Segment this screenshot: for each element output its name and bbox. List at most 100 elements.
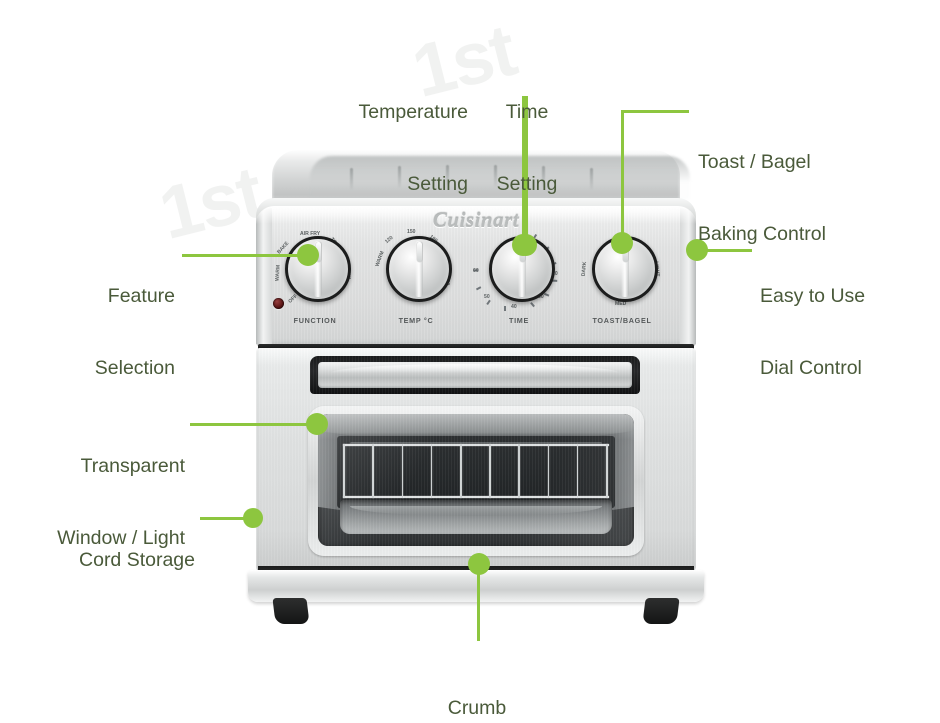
oven-door[interactable]: [256, 348, 696, 574]
callout-time-setting-line2: Setting: [496, 173, 558, 195]
callout-toast-bagel: Toast / Bagel Baking Control: [698, 102, 898, 294]
lid-vent-slot: [542, 166, 545, 188]
callout-easy-dial: Easy to Use Dial Control: [760, 236, 935, 428]
temperature-setting-leader-line: [522, 96, 525, 246]
temp-knob-pointer: [416, 242, 422, 262]
oven-foot-right: [642, 598, 680, 624]
toast-bagel-leader-horizontal: [621, 110, 689, 113]
callout-time-setting: Time Setting: [477, 52, 577, 244]
rack-wire: [401, 444, 404, 498]
baking-tray: [340, 500, 612, 534]
callout-feature-selection-line1: Feature: [107, 285, 175, 307]
rack-wire: [430, 444, 433, 498]
time-tickmark: [476, 286, 482, 291]
cord-storage-dot: [243, 508, 263, 528]
callout-crumb: Crumb: [427, 648, 527, 723]
toast-tick-dark: DARK: [580, 261, 589, 277]
callout-time-setting-line1: Time: [505, 101, 549, 123]
callout-temperature-setting-line2: Setting: [407, 173, 468, 195]
crumb-tray[interactable]: [248, 570, 704, 602]
rack-wire: [343, 444, 345, 498]
crumb-leader-line: [477, 566, 480, 641]
time-tickmark: [486, 300, 491, 305]
callout-feature-selection-line2: Selection: [94, 357, 175, 379]
wire-rack: [343, 444, 609, 498]
callout-temperature-setting: Temperature Setting: [318, 52, 468, 244]
function-tick-airfry: AIR FRY: [300, 231, 321, 237]
function-tick-warm: WARM: [274, 264, 282, 282]
lid-vent-slot: [446, 165, 449, 187]
time-setting-leader-line: [525, 96, 528, 244]
cavity-wall-right: [589, 430, 634, 514]
rack-wire: [372, 444, 375, 498]
lid-vent-slot: [398, 166, 401, 188]
rack-wire: [460, 444, 462, 498]
feature-selection-dot: [297, 244, 319, 266]
transparent-window-dot: [306, 413, 328, 435]
rack-rail: [343, 496, 609, 498]
oven-foot-left: [272, 598, 310, 624]
crumb-dot: [468, 553, 490, 575]
heating-element: [355, 514, 597, 517]
heating-element: [349, 442, 603, 445]
time-knob-label: TIME: [509, 316, 529, 325]
rack-wire: [576, 444, 579, 498]
callout-easy-dial-line2: Dial Control: [760, 357, 862, 379]
time-tick-50: 50: [484, 294, 490, 300]
time-tickmark: [504, 306, 506, 311]
function-knob-label: FUNCTION: [293, 316, 337, 325]
time-tick-30: 30: [538, 294, 544, 300]
callout-easy-dial-line1: Easy to Use: [760, 285, 866, 307]
callout-transparent-window-line2: Window / Light: [57, 527, 185, 549]
rack-wire: [489, 444, 491, 498]
callout-toast-bagel-line1: Toast / Bagel: [698, 151, 811, 173]
callout-transparent-window-line1: Transparent: [80, 455, 185, 477]
toast-bagel-leader-vertical: [621, 110, 624, 240]
time-tick-20: 20: [552, 271, 558, 277]
toaster-oven-illustration: Cuisinart BAKE AIR FRY TOAST BROIL WARM …: [248, 150, 704, 624]
toast-bagel-dot: [611, 232, 633, 254]
callout-cord-storage-line1: Cord Storage: [79, 549, 195, 571]
rack-wire: [518, 444, 521, 498]
toast-tick-med: MED: [615, 301, 627, 307]
easy-dial-dot: [686, 239, 708, 261]
callout-toast-bagel-line2: Baking Control: [698, 223, 826, 245]
oven-lid-shading: [310, 156, 690, 200]
cavity-wall-left: [318, 430, 363, 514]
function-knob[interactable]: [285, 236, 351, 302]
rack-rail: [343, 444, 609, 446]
time-tickmark: [544, 292, 550, 297]
function-knob-group[interactable]: BAKE AIR FRY TOAST BROIL WARM OFF FUNCTI…: [272, 228, 358, 338]
baking-tray-lip: [349, 506, 603, 516]
door-handle-outer[interactable]: [310, 356, 640, 394]
time-tick-40: 40: [511, 304, 517, 310]
temp-tick-150: 150: [407, 229, 416, 235]
callout-cord-storage: Cord Storage: [20, 500, 195, 620]
window-frame: [308, 406, 644, 556]
callout-transparent-window: Transparent Window / Light: [10, 406, 185, 598]
callout-crumb-line1: Crumb: [447, 697, 507, 719]
toast-bagel-knob-label: TOAST/BAGEL: [592, 316, 652, 325]
lid-vent-slot: [494, 165, 497, 187]
temp-knob-group[interactable]: WARM 120 150 180 200 230 TEMP °C: [373, 228, 459, 338]
transparent-window: [318, 414, 634, 546]
door-handle[interactable]: [318, 362, 632, 388]
lid-vent-slot: [590, 168, 593, 190]
cavity-ceiling: [318, 414, 634, 440]
time-tick-60: 60: [473, 268, 479, 274]
lid-vent-slot: [350, 168, 353, 190]
time-tickmark: [530, 302, 535, 307]
cord-storage-leader-line: [200, 517, 252, 520]
feature-selection-leader-line: [182, 254, 306, 257]
time-setting-dot: [515, 234, 537, 256]
temp-knob[interactable]: [386, 236, 452, 302]
cavity-back-wall: [336, 436, 616, 508]
temp-knob-label: TEMP °C: [398, 316, 434, 325]
window-glass-reflection: [318, 414, 634, 546]
callout-temperature-setting-line1: Temperature: [358, 101, 468, 123]
transparent-window-leader-line: [190, 423, 315, 426]
rack-wire: [547, 444, 550, 498]
temp-tick-warm: WARM: [374, 250, 386, 268]
callout-feature-selection: Feature Selection: [20, 236, 175, 428]
